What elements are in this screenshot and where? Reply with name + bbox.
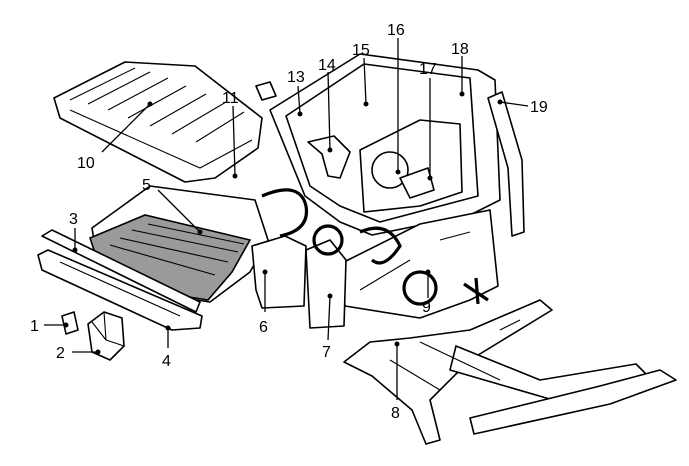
callout-5: 5 [142, 177, 151, 194]
leader-lines [44, 38, 529, 400]
leader-5 [157, 189, 201, 233]
box-bracket [87, 311, 125, 361]
wheel-arch-panel [251, 235, 307, 309]
side-skin-panel [305, 239, 347, 329]
callout-8: 8 [391, 405, 400, 422]
callout-13: 13 [287, 69, 305, 86]
callout-3: 3 [69, 211, 78, 228]
callout-7: 7 [322, 344, 331, 361]
callout-labels: 1 2 3 4 5 6 7 8 9 10 11 13 14 15 16 17 1… [30, 22, 548, 422]
callout-11: 11 [222, 90, 239, 107]
callout-2: 2 [56, 345, 65, 362]
chassis-frame [343, 299, 677, 445]
leader-dots [63, 91, 503, 355]
leader-7 [327, 295, 331, 341]
side-pillar [487, 91, 525, 237]
leader-13 [297, 85, 301, 115]
callout-10: 10 [77, 155, 95, 172]
callout-1: 1 [30, 318, 39, 335]
callout-16: 16 [387, 22, 405, 39]
leader-14 [327, 71, 331, 151]
leader-15 [363, 57, 367, 105]
front-cross-member [37, 229, 203, 331]
callout-14: 14 [318, 57, 336, 74]
callout-6: 6 [259, 319, 268, 336]
callout-19: 19 [530, 99, 548, 116]
callout-4: 4 [162, 353, 171, 370]
callout-18: 18 [451, 41, 469, 58]
small-bracket [61, 311, 79, 335]
callout-15: 15 [352, 42, 370, 59]
callout-9: 9 [422, 299, 431, 316]
leader-11 [232, 105, 236, 177]
leader-19 [499, 101, 529, 107]
leader-10 [101, 103, 151, 153]
callout-17: 17 [419, 61, 437, 78]
small-block [255, 81, 277, 101]
watermark-logo [261, 188, 489, 306]
lower-side-panel [339, 209, 499, 319]
